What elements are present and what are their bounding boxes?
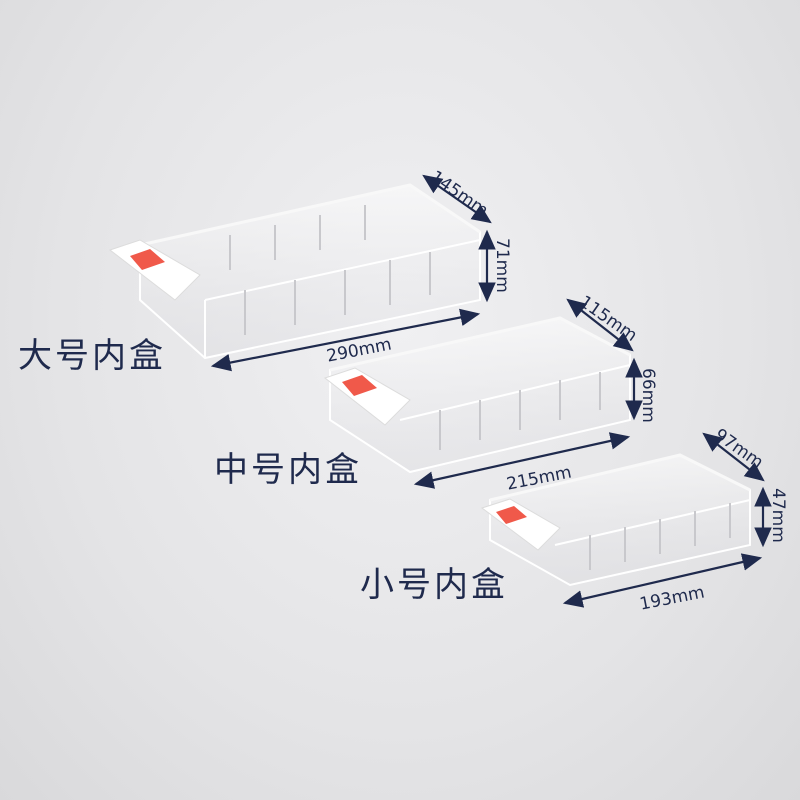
red-tag-icon — [342, 375, 377, 396]
red-tag-icon — [130, 249, 165, 270]
small-box-label: 小号内盒 — [360, 565, 508, 605]
medium-box-label: 中号内盒 — [214, 450, 362, 490]
medium-height-dimension: 66mm — [638, 368, 658, 423]
small-height-dimension: 47mm — [768, 488, 788, 543]
dimension-arrows — [210, 174, 772, 608]
red-tag-icon — [496, 506, 527, 524]
large-height-dimension: 71mm — [492, 238, 512, 293]
large-box-label: 大号内盒 — [18, 336, 166, 376]
